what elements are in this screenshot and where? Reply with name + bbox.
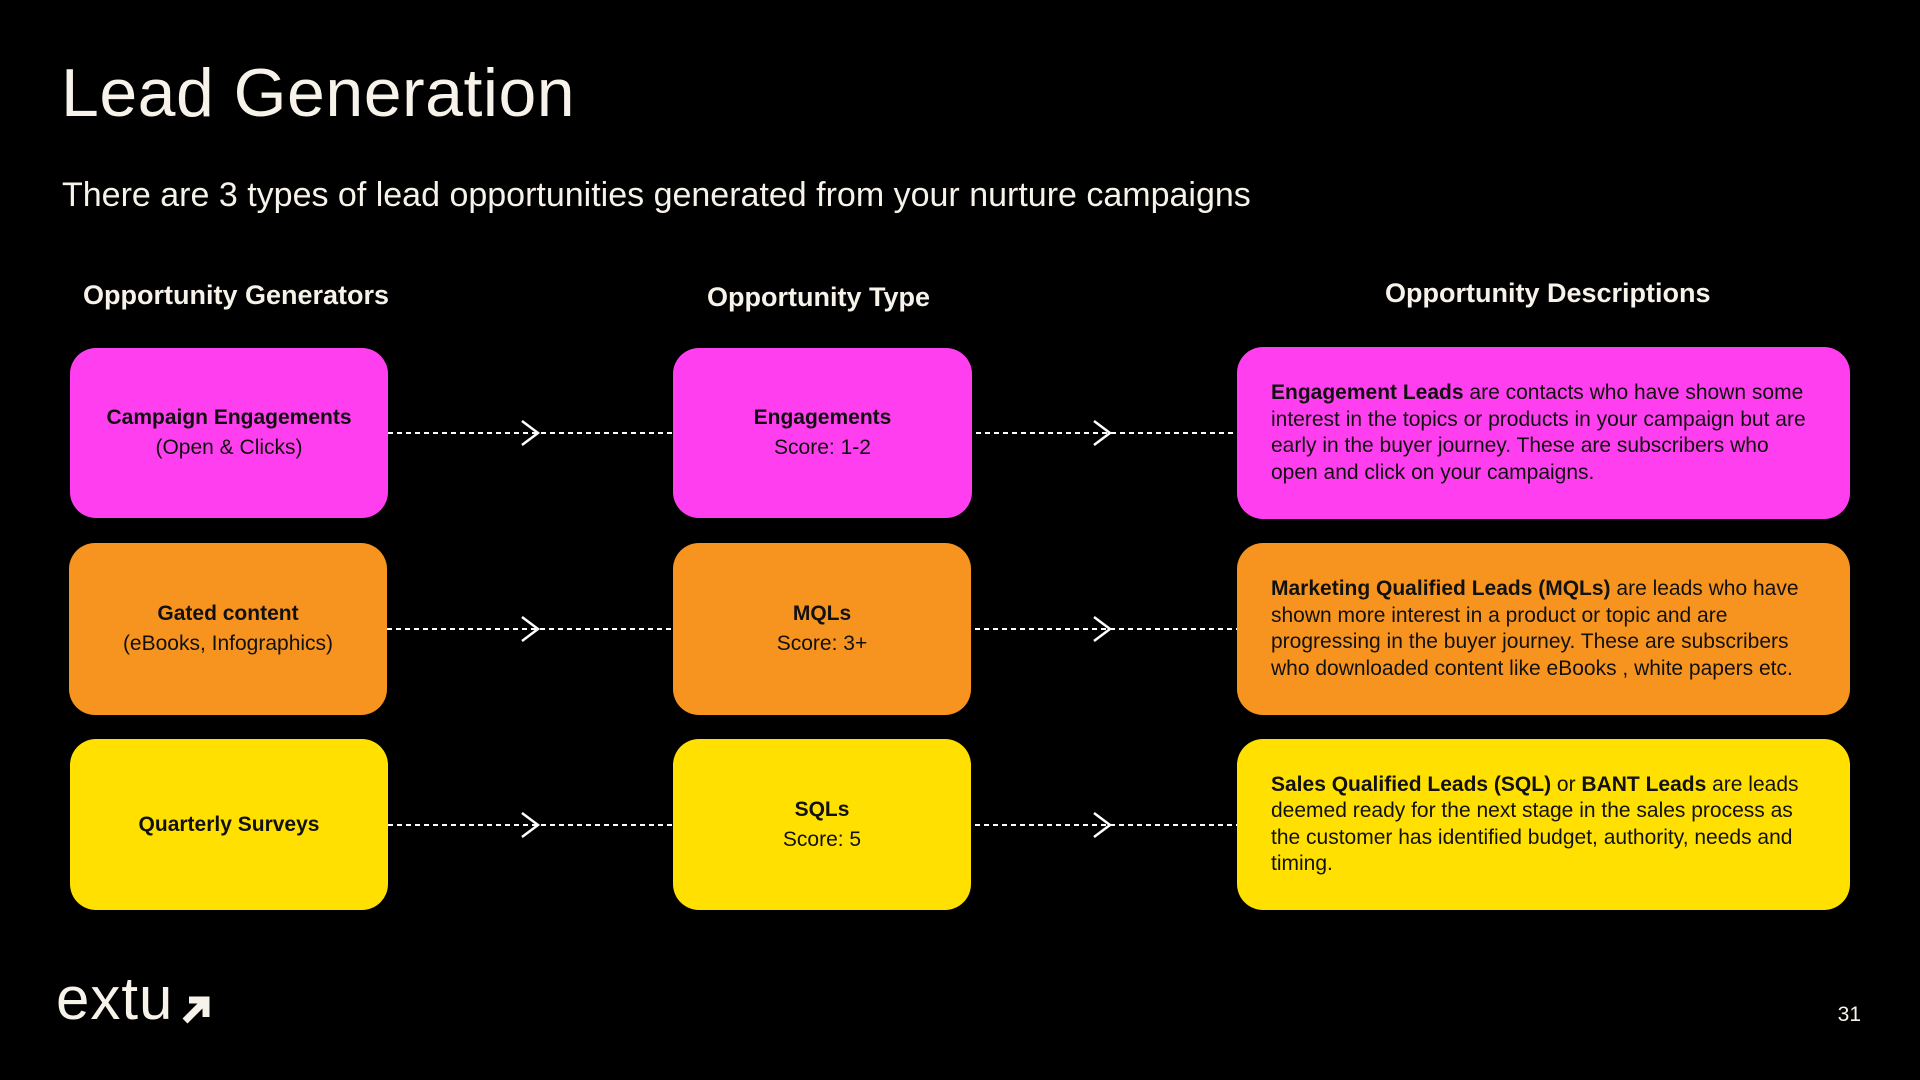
description-text: Marketing Qualified Leads (MQLs) are lea… xyxy=(1271,576,1820,682)
description-lead-name: Engagement Leads xyxy=(1271,381,1464,404)
description-lead-name-2: BANT Leads xyxy=(1581,772,1707,796)
column-header-descriptions: Opportunity Descriptions xyxy=(1385,278,1711,308)
description-lead-name: Marketing Qualified Leads (MQLs) xyxy=(1271,577,1611,600)
description-body: are contacts who have shown some interes… xyxy=(1271,381,1806,484)
type-box-mqls: MQLs Score: 3+ xyxy=(673,543,971,715)
description-text: Engagement Leads are contacts who have s… xyxy=(1271,380,1820,486)
page-number: 31 xyxy=(1837,1003,1861,1026)
type-score: Score: 1-2 xyxy=(774,436,871,459)
connector-arrow xyxy=(388,416,672,450)
brand-logo-text: extu xyxy=(56,965,174,1032)
description-box-engagement-leads: Engagement Leads are contacts who have s… xyxy=(1237,347,1850,519)
description-box-mqls: Marketing Qualified Leads (MQLs) are lea… xyxy=(1237,543,1850,715)
type-title: SQLs xyxy=(794,797,850,821)
generator-title: Gated content xyxy=(157,602,299,625)
description-body: are leads who have shown more interest i… xyxy=(1271,577,1799,680)
slide-subtitle: There are 3 types of lead opportunities … xyxy=(62,176,1251,214)
brand-logo: extu xyxy=(56,964,213,1041)
generator-title: Campaign Engagements xyxy=(106,406,352,429)
type-score: Score: 3+ xyxy=(776,632,868,655)
generator-box-gated-content: Gated content (eBooks, Infographics) xyxy=(69,543,387,715)
connector-arrow xyxy=(388,808,672,842)
arrow-up-right-icon xyxy=(179,972,213,1041)
generator-detail: (eBooks, Infographics) xyxy=(122,632,334,655)
type-box-sqls: SQLs Score: 5 xyxy=(673,739,971,910)
connector-arrow xyxy=(387,612,672,646)
generator-detail: (Open & Clicks) xyxy=(155,436,303,459)
connector-arrow xyxy=(971,612,1237,646)
slide-title: Lead Generation xyxy=(61,55,576,131)
connector-arrow xyxy=(972,416,1237,450)
type-score: Score: 5 xyxy=(782,827,862,851)
description-lead-name: Sales Qualified Leads (SQL) xyxy=(1271,772,1552,796)
type-title: MQLs xyxy=(792,602,852,625)
description-connector-word: or xyxy=(1551,772,1582,796)
type-title: Engagements xyxy=(753,406,892,429)
generator-box-campaign-engagements: Campaign Engagements (Open & Clicks) xyxy=(70,348,388,518)
connector-arrow xyxy=(971,808,1237,842)
generator-box-quarterly-surveys: Quarterly Surveys xyxy=(70,739,388,910)
description-text: Sales Qualified Leads (SQL) or BANT Lead… xyxy=(1271,772,1820,878)
generator-title: Quarterly Surveys xyxy=(138,812,320,836)
description-box-sqls: Sales Qualified Leads (SQL) or BANT Lead… xyxy=(1237,739,1850,910)
type-box-engagements: Engagements Score: 1-2 xyxy=(673,348,972,518)
column-header-type: Opportunity Type xyxy=(707,282,930,312)
column-header-generators: Opportunity Generators xyxy=(83,280,390,310)
description-body: are leads deemed ready for the next stag… xyxy=(1271,772,1799,876)
